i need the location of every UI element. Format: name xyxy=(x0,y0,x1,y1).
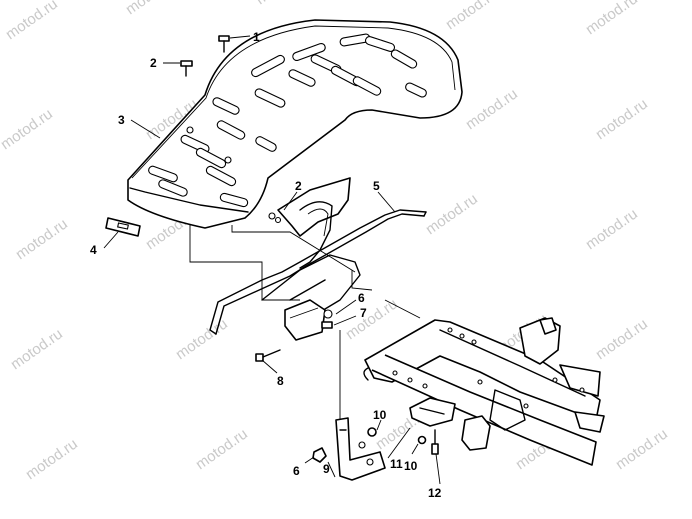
callout-4: 4 xyxy=(90,243,97,257)
watermark-text: motod.ru xyxy=(8,325,66,373)
bolt-2-upper xyxy=(180,60,193,77)
watermark-text: motod.ru xyxy=(443,0,501,33)
callout-1: 1 xyxy=(253,30,260,44)
watermark-text: motod.ru xyxy=(123,0,181,18)
callout-11: 11 xyxy=(390,457,403,471)
support-bracket-9 xyxy=(335,417,386,481)
support-strut xyxy=(261,254,361,341)
watermark-text: motod.ru xyxy=(13,215,71,263)
mounting-bracket-upper xyxy=(268,177,351,269)
callout-5: 5 xyxy=(373,179,380,193)
frame-holes xyxy=(392,327,585,409)
leader-10a xyxy=(376,419,382,431)
reflector-plate-4 xyxy=(105,217,141,237)
watermark-text: motod.ru xyxy=(583,205,641,253)
callout-12: 12 xyxy=(428,486,442,500)
leader-4 xyxy=(103,231,119,249)
leader-5 xyxy=(377,191,396,213)
watermark-text: motod.ru xyxy=(253,0,311,8)
leader-1 xyxy=(229,35,251,39)
assembly-guide-lines xyxy=(189,215,421,420)
leader-11 xyxy=(387,427,411,459)
leader-7 xyxy=(333,315,357,326)
leader-8 xyxy=(261,359,278,374)
watermark-text: motod.ru xyxy=(613,425,671,473)
washer-10 xyxy=(367,427,377,437)
vehicle-frame xyxy=(363,317,605,466)
rear-rack xyxy=(127,19,463,229)
leader-12 xyxy=(435,453,441,485)
watermark-text: motod.ru xyxy=(423,190,481,238)
bolt-12 xyxy=(417,429,439,455)
leader-6-lower xyxy=(304,456,315,464)
leader-9 xyxy=(327,461,336,478)
callout-7: 7 xyxy=(360,306,367,320)
watermark-text: motod.ru xyxy=(23,435,81,483)
callout-10-lower: 10 xyxy=(404,459,418,473)
callout-6-upper: 6 xyxy=(358,291,365,305)
nut-6-lower xyxy=(312,447,327,463)
callout-2-lower: 2 xyxy=(295,179,302,193)
callout-6-lower: 6 xyxy=(293,464,300,478)
watermark-text: motod.ru xyxy=(583,0,641,38)
leader-6-upper xyxy=(335,299,357,315)
watermark-text: motod.ru xyxy=(593,95,651,143)
callout-9: 9 xyxy=(323,462,330,476)
bolt-1 xyxy=(218,35,230,53)
leader-10b xyxy=(411,443,419,455)
watermark-text: motod.ru xyxy=(343,295,401,343)
watermark-text: motod.ru xyxy=(3,0,61,43)
watermark-text: motod.ru xyxy=(0,105,56,153)
leader-2-lower xyxy=(283,191,298,211)
rack-slots xyxy=(148,33,427,208)
bolt-8 xyxy=(255,349,281,362)
callout-8: 8 xyxy=(277,374,284,388)
watermark-text: motod.ru xyxy=(593,315,651,363)
callout-10-upper: 10 xyxy=(373,408,387,422)
watermark-text: motod.ru xyxy=(173,315,231,363)
callout-2-upper: 2 xyxy=(150,56,157,70)
frame-bracket-11 xyxy=(409,397,456,427)
callout-3: 3 xyxy=(118,113,125,127)
leader-3 xyxy=(130,119,161,139)
watermark-text: motod.ru xyxy=(463,85,521,133)
watermark-text: motod.ru xyxy=(193,425,251,473)
